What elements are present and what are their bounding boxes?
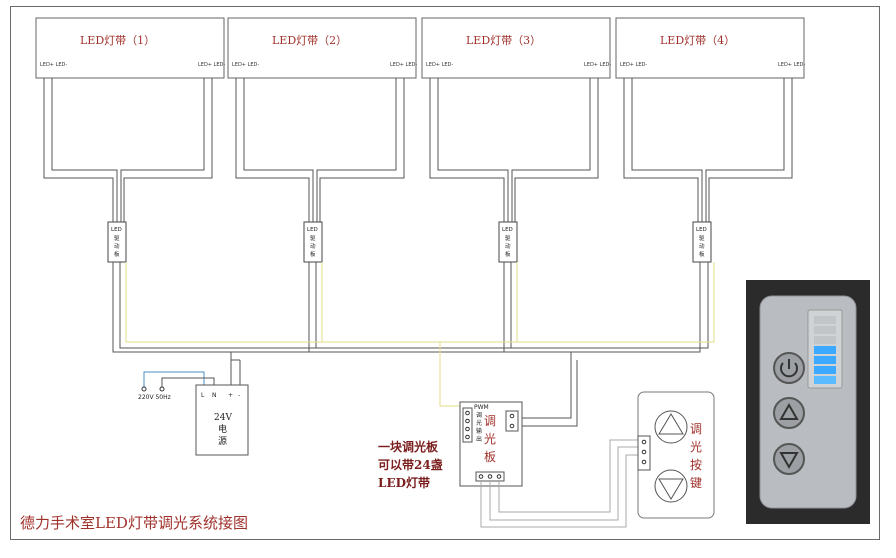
driver-1: LED 驱 动 板 (107, 221, 127, 263)
led-strip-terminal: LED+ LED- (390, 62, 417, 68)
mains-input: 220V 50Hz (138, 371, 215, 401)
led-strip-terminal: LED+ LED- (620, 62, 647, 68)
button-panel-text: 调 (690, 422, 702, 436)
driver-text: 动 (114, 243, 120, 250)
psu-text: 源 (218, 436, 227, 447)
psu-terminal: L (201, 392, 205, 399)
led-strip-terminal: LED+ LED- (198, 62, 225, 68)
driver-text: 驱 (310, 235, 316, 242)
strip-wire (708, 78, 793, 222)
strip-wire (123, 78, 213, 222)
button-wires (480, 439, 638, 528)
led-strip-label: LED灯带（2） (272, 34, 347, 47)
power-icon (780, 362, 798, 378)
dimmer-side-text: 光 (476, 419, 482, 427)
dimmer-main-text: 调 (484, 414, 496, 428)
strip-wire (631, 78, 703, 222)
strip-wire (623, 78, 699, 222)
driver-text: 板 (114, 250, 120, 258)
driver-4: LED 驱 动 板 (692, 221, 712, 263)
strip-wire (120, 78, 205, 222)
led-strip-label: LED灯带（3） (466, 34, 541, 47)
led-strip-terminal: LED+ LED- (40, 62, 67, 68)
psu-text: 电 (218, 423, 227, 435)
driver-text: 动 (699, 243, 705, 250)
strip-wire (235, 78, 310, 222)
dimmer-note: 一块调光板 可以带24盏 LED灯带 (378, 439, 443, 490)
mains-label: 220V 50Hz (138, 394, 171, 401)
driver-2: LED 驱 动 板 (303, 221, 323, 263)
up-button-outline (654, 410, 688, 444)
strip-wires (43, 78, 793, 222)
strip-wire (43, 78, 114, 222)
driver-text: 板 (505, 250, 511, 258)
brightness-down-button[interactable] (773, 443, 805, 475)
down-button-outline (654, 469, 688, 503)
driver-text: LED (502, 227, 513, 233)
led-strip-label: LED灯带（1） (80, 34, 155, 47)
diagram-title: 德力手术室LED灯带调光系统接图 (20, 514, 248, 532)
driver-text: 驱 (699, 235, 705, 242)
psu-terminal: + (228, 392, 233, 399)
driver-3: LED 驱 动 板 (498, 221, 518, 263)
dimmer-note-line: LED灯带 (378, 475, 430, 490)
psu-terminal: N (212, 392, 217, 399)
driver-text: 驱 (505, 235, 511, 242)
driver-text: 驱 (114, 235, 120, 242)
dimmer-side-text: 出 (476, 435, 482, 443)
button-panel-text: 键 (690, 476, 702, 490)
control-panel-photo (746, 280, 870, 524)
down-arrow-icon (658, 478, 684, 500)
dimmer-main-text: 光 (484, 432, 496, 446)
driver-text: LED (111, 227, 122, 233)
dimmer-note-line: 可以带24盏 (378, 457, 443, 472)
dimmer-note-line: 一块调光板 (378, 439, 439, 454)
psu-text: 24V (214, 413, 232, 423)
driver-text: 板 (310, 250, 316, 258)
driver-text: 动 (310, 243, 316, 250)
strip-wire (705, 78, 785, 222)
driver-text: 动 (505, 243, 511, 250)
strip-wire (429, 78, 505, 222)
dimmer-side-text: 输 (476, 427, 482, 435)
signal-bus (125, 262, 715, 407)
led-strip-terminal: LED+ LED- (584, 62, 611, 68)
indicator-level (814, 346, 836, 354)
diagram-frame (10, 6, 880, 540)
led-strip-1: LED灯带（1） LED+ LED- LED+ LED- (35, 17, 225, 79)
driver-text: LED (307, 227, 318, 233)
dimmer-side-text: 调 (476, 411, 482, 419)
led-strip-terminal: LED+ LED- (232, 62, 259, 68)
led-strip-2: LED灯带（2） LED+ LED- LED+ LED- (227, 17, 417, 79)
dimmer-main-text: 板 (484, 450, 496, 464)
strip-wire (319, 78, 405, 222)
strip-wire (316, 78, 397, 222)
led-strip-4: LED灯带（4） LED+ LED- LED+ LED- (615, 17, 805, 79)
dimmer-pwm-label: PWM (474, 404, 489, 411)
up-arrow-icon (658, 413, 684, 435)
down-arrow-icon (779, 452, 799, 470)
led-strip-3: LED灯带（3） LED+ LED- LED+ LED- (421, 17, 611, 79)
led-strip-terminal: LED+ LED- (426, 62, 453, 68)
strip-wire (511, 78, 591, 222)
strip-wire (243, 78, 314, 222)
button-panel-text: 光 (690, 440, 702, 454)
brightness-up-button[interactable] (773, 397, 805, 429)
dimmer-board: PWM 调 光 输 出 调 光 板 (459, 401, 523, 487)
driver-text: LED (696, 227, 707, 233)
strip-wire (437, 78, 509, 222)
led-strip-label: LED灯带（4） (660, 34, 735, 47)
up-arrow-icon (779, 402, 799, 420)
strip-wire (51, 78, 118, 222)
button-panel-text: 按 (690, 458, 702, 472)
driver-text: 板 (699, 250, 705, 258)
power-supply: L N + - 24V 电 源 (195, 384, 249, 456)
strip-wire (514, 78, 599, 222)
psu-terminal: - (238, 392, 240, 399)
button-panel: 调 光 按 键 (637, 391, 715, 519)
power-bus (112, 262, 709, 427)
led-strip-terminal: LED+ LED- (778, 62, 805, 68)
